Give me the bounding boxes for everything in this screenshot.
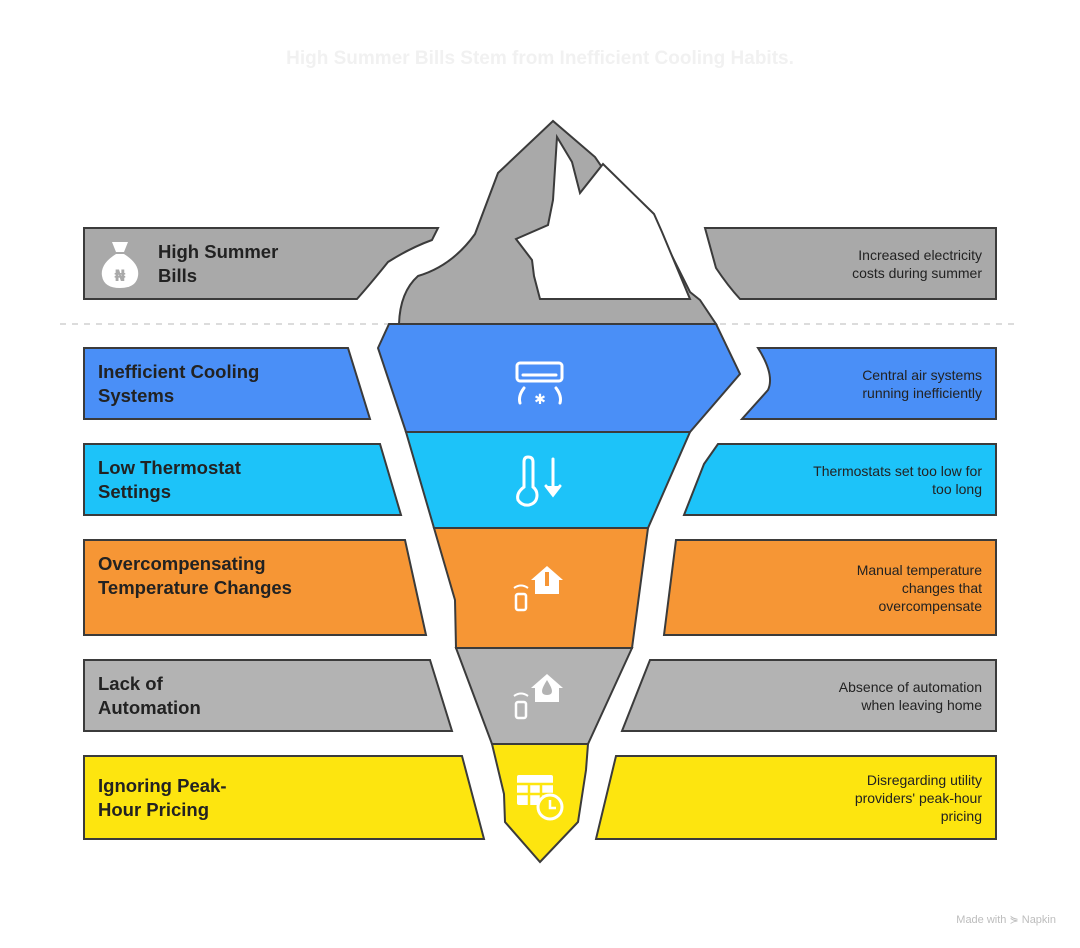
diagram-title: High Summer Bills Stem from Inefficient … (286, 48, 794, 69)
left-band-thermostat (83, 443, 403, 516)
left-band-high-summer-bills (83, 227, 440, 300)
left-label-cooling-systems: Inefficient Cooling Systems (98, 361, 260, 406)
made-with-napkin-footer: Made with ⋟ Napkin (956, 914, 1056, 926)
right-description-thermostat: Thermostats set too low for too long (813, 463, 982, 497)
left-label-high-summer-bills: High Summer Bills (158, 241, 279, 286)
left-band-automation (83, 659, 454, 732)
right-band-peak-hour (594, 755, 997, 840)
right-band-thermostat (682, 443, 997, 516)
remote-home-humidity-icon (513, 674, 563, 720)
thermometer-down-icon (516, 455, 562, 507)
right-band-cooling-systems (739, 347, 997, 420)
right-description-overcompensating: Manual temperature changes that overcomp… (856, 562, 982, 614)
iceberg-snow-cap (514, 133, 692, 300)
left-band-cooling-systems (83, 347, 372, 420)
calendar-clock-icon (517, 775, 564, 821)
right-description-peak-hour: Disregarding utility providers' peak-hou… (854, 772, 982, 824)
left-label-automation: Lack of Automation (98, 673, 201, 718)
right-band-automation (620, 659, 997, 732)
right-description-high-summer-bills: Increased electricity costs during summe… (852, 247, 982, 281)
air-conditioner-icon: ✱ (515, 361, 564, 408)
svg-text:₦: ₦ (114, 266, 125, 285)
left-band-peak-hour (83, 755, 486, 840)
left-band-overcompensating (83, 539, 428, 636)
left-label-thermostat: Low Thermostat Settings (98, 457, 241, 502)
iceberg-layer-thermostat (404, 431, 692, 529)
iceberg-layer-cooling-systems (376, 323, 742, 433)
svg-text:✱: ✱ (534, 392, 546, 408)
money-bag-naira-icon: ₦ (101, 242, 139, 288)
left-label-overcompensating: Overcompensating Temperature Changes (98, 553, 292, 598)
right-band-high-summer-bills (703, 227, 997, 300)
right-band-overcompensating (662, 539, 997, 636)
left-label-peak-hour: Ignoring Peak-Hour Pricing (98, 775, 227, 820)
right-description-automation: Absence of automation when leaving home (838, 679, 982, 713)
right-description-cooling-systems: Central air systems running inefficientl… (862, 367, 982, 401)
remote-home-temperature-icon (513, 566, 563, 612)
